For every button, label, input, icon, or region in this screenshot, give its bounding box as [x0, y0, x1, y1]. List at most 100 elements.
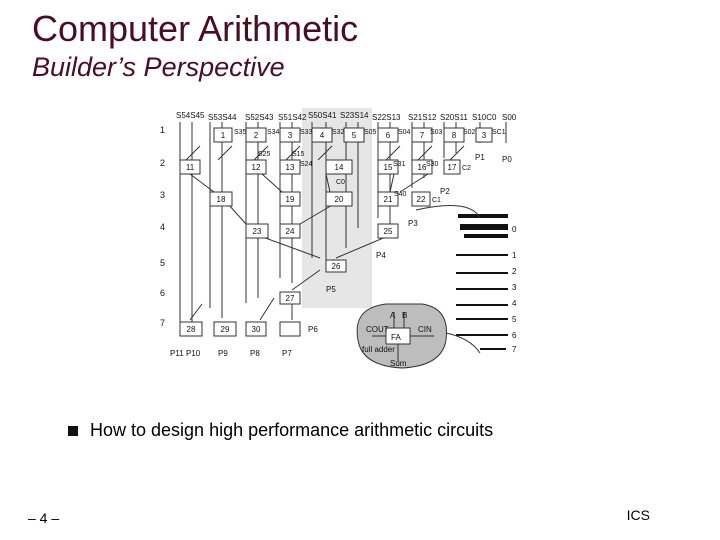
cell-number: 7 [420, 131, 425, 140]
output-label: P7 [282, 349, 292, 358]
bullet-item: How to design high performance arithmeti… [68, 420, 493, 441]
top-label: S54S45 [176, 111, 205, 120]
output-label: P0 [502, 155, 512, 164]
adder-caption: full adder [362, 345, 395, 354]
cell-number: 3 [482, 131, 487, 140]
cell-number: 3 [288, 131, 293, 140]
top-label: S00 [502, 113, 517, 122]
cell-number: 6 [386, 131, 391, 140]
right-row-label: 4 [512, 299, 517, 308]
cell-number: 14 [335, 163, 344, 172]
right-row-label: 5 [512, 315, 517, 324]
cell-number: 16 [418, 163, 427, 172]
adder-cin: CIN [418, 325, 432, 334]
adder-input-a: A [390, 311, 396, 320]
right-row-label: 7 [512, 345, 517, 354]
inner-label: S04 [398, 129, 411, 136]
top-label: S22S13 [372, 113, 401, 122]
cell-number: 27 [286, 294, 295, 303]
inner-label: S25 [258, 151, 271, 158]
output-label: P11 [170, 349, 184, 358]
cell-number: 12 [252, 163, 261, 172]
inner-label: S24 [300, 161, 313, 168]
inner-label: S34 [267, 129, 280, 136]
inner-label: SC1 [492, 129, 506, 136]
row-label: 6 [160, 288, 165, 298]
cell-number: 15 [384, 163, 393, 172]
output-label: P5 [326, 285, 336, 294]
inner-label: C0 [336, 179, 345, 186]
right-row-label: 3 [512, 283, 517, 292]
top-label: S21S12 [408, 113, 437, 122]
cell-number: 2 [254, 131, 259, 140]
right-row-label: 0 [512, 225, 517, 234]
row-label: 1 [160, 125, 165, 135]
cell-number: 23 [253, 227, 262, 236]
row-label: 2 [160, 158, 165, 168]
inner-label: S02 [463, 129, 476, 136]
inner-label: C1 [432, 197, 441, 204]
inner-label: S31 [393, 161, 406, 168]
top-label: S51S42 [278, 113, 307, 122]
inner-label: S03 [430, 129, 443, 136]
inner-label: S35 [234, 129, 247, 136]
inner-label: S32 [332, 129, 345, 136]
top-label: S53S44 [208, 113, 237, 122]
output-label: P9 [218, 349, 228, 358]
cell-number: 29 [221, 325, 230, 334]
cell-number: 20 [335, 195, 344, 204]
cell-number: 8 [452, 131, 457, 140]
inner-label: S30 [426, 161, 439, 168]
cell-number: 30 [252, 325, 261, 334]
adder-sum: Sum [390, 359, 407, 368]
cell-number: 19 [286, 195, 295, 204]
row-label: 7 [160, 318, 165, 328]
full-adder-block: A B COUT CIN FA full adder Sum [356, 303, 447, 369]
cell-number: 24 [286, 227, 295, 236]
adder-input-b: B [402, 311, 407, 320]
row-label: 5 [160, 258, 165, 268]
right-row-label: 6 [512, 331, 517, 340]
right-row-label: 2 [512, 267, 517, 276]
inner-label: S05 [364, 129, 377, 136]
page-number: – 4 – [28, 510, 60, 526]
row-label: 3 [160, 190, 165, 200]
top-label: S20S11 [440, 113, 468, 122]
top-label: S23S14 [340, 111, 369, 120]
top-label: S52S43 [245, 113, 274, 122]
output-label: P6 [308, 325, 318, 334]
output-label: P4 [376, 251, 386, 260]
slide-subtitle: Builder’s Perspective [32, 52, 285, 82]
cell-number: 1 [221, 131, 226, 140]
footer-label: ICS [626, 507, 650, 523]
output-label: P1 [475, 153, 485, 162]
cell-number: 22 [417, 195, 426, 204]
adder-fa: FA [391, 333, 401, 342]
array-multiplier-diagram: S54S45 S53S44 S52S43 S51S42 S50S41 S23S1… [160, 108, 517, 369]
cell-number: 13 [286, 163, 295, 172]
cell-number: 18 [217, 195, 226, 204]
inner-label: S40 [394, 191, 407, 198]
output-label: P2 [440, 187, 450, 196]
cell-number: 28 [187, 325, 196, 334]
cell-number: 26 [332, 262, 341, 271]
cell-number: 25 [384, 227, 393, 236]
bullet-text: How to design high performance arithmeti… [90, 420, 494, 440]
cell-number: 21 [384, 195, 393, 204]
output-label: P8 [250, 349, 260, 358]
output-label: P10 [186, 349, 201, 358]
inner-label: C2 [462, 165, 471, 172]
right-row-label: 1 [512, 251, 517, 260]
cell-number: 17 [448, 163, 457, 172]
inner-label: S15 [292, 151, 305, 158]
cell-number: 5 [352, 131, 357, 140]
bullet-square-icon [68, 425, 78, 436]
inner-label: S33 [300, 129, 313, 136]
output-label: P3 [408, 219, 418, 228]
slide-title: Computer Arithmetic [32, 8, 359, 49]
top-label: S50S41 [308, 111, 337, 120]
adder-cout: COUT [366, 325, 389, 334]
row-label: 4 [160, 222, 165, 232]
cell-number: 11 [186, 163, 195, 172]
cell-number: 4 [320, 131, 325, 140]
